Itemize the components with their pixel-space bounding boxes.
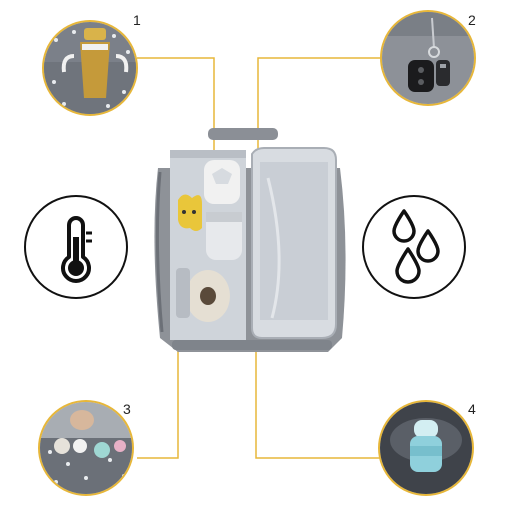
connector-4 (255, 350, 380, 459)
feature-photo-1 (42, 20, 138, 116)
feature-photo-3 (38, 400, 134, 496)
connector-1 (137, 57, 215, 150)
connector-2 (257, 57, 380, 150)
callout-number-2: 2 (468, 12, 476, 28)
water-drops-icon (362, 195, 466, 299)
callout-number-1: 1 (133, 12, 141, 28)
callout-number-4: 4 (468, 401, 476, 417)
thermometer-icon (24, 195, 128, 299)
callout-number-3: 3 (123, 401, 131, 417)
feature-photo-2 (380, 10, 476, 106)
open-diaper-bag-image (154, 128, 346, 352)
connector-3 (137, 340, 179, 459)
feature-photo-4 (378, 400, 474, 496)
